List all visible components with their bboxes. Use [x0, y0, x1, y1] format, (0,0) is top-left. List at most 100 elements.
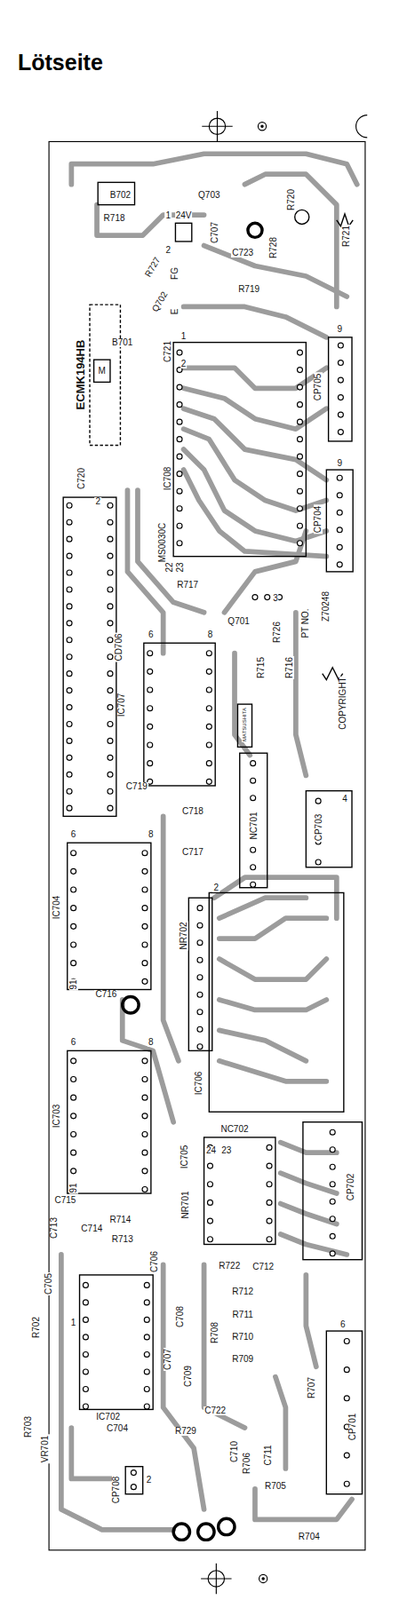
part-label: R702	[31, 1316, 41, 1341]
solder-pad	[71, 942, 77, 949]
solder-pad	[143, 1352, 150, 1358]
part-label: 91	[69, 979, 79, 991]
part-label: C718	[181, 807, 205, 817]
solder-pad	[107, 721, 113, 727]
part-label: 1	[70, 1319, 78, 1329]
solder-pad	[266, 1237, 272, 1244]
solder-pad	[296, 506, 303, 512]
solder-pad	[336, 562, 343, 568]
solder-pad	[66, 772, 72, 778]
solder-pad	[206, 706, 212, 712]
solder-pad	[207, 1237, 213, 1244]
solder-pad	[142, 906, 148, 912]
part-label: C722	[203, 1407, 227, 1417]
solder-pad	[176, 471, 183, 478]
solder-pad	[206, 687, 212, 694]
part-label: R704	[297, 1533, 321, 1543]
solder-pad	[329, 1252, 336, 1258]
solder-pad	[143, 1300, 150, 1307]
solder-pad	[71, 1169, 77, 1175]
part-label: 9	[335, 325, 344, 335]
solder-pad	[143, 1370, 150, 1376]
solder-pad	[66, 755, 72, 761]
solder-pad	[66, 806, 72, 812]
solder-pad	[176, 488, 183, 495]
part-label: R708	[210, 1322, 220, 1346]
solder-pad	[71, 1059, 77, 1065]
part-label: Q701	[226, 617, 250, 627]
solder-pad	[82, 1387, 88, 1393]
solder-pad	[142, 942, 148, 949]
solder-pad	[82, 1317, 88, 1324]
part-label: M	[97, 367, 107, 376]
solder-pad	[343, 1368, 350, 1374]
part-label: C714	[79, 1225, 104, 1235]
solder-pad	[296, 471, 303, 478]
solder-pad	[107, 789, 113, 795]
part-label: C721	[163, 340, 173, 364]
part-label: COPYRIGHT	[338, 676, 348, 731]
part-label: C708	[175, 1306, 185, 1330]
solder-pad	[296, 523, 303, 529]
solder-pad	[197, 1045, 203, 1051]
part-label: 24V	[175, 211, 193, 221]
part-label: C704	[105, 1425, 129, 1435]
solder-pad	[176, 541, 183, 547]
solder-pad	[207, 1164, 213, 1170]
part-label: C716	[94, 990, 118, 1000]
part-label: CD706	[114, 632, 124, 663]
solder-pad	[315, 860, 321, 866]
part-label: CP702	[346, 1173, 356, 1204]
solder-pad	[82, 1352, 88, 1358]
part-label: PT NO.	[301, 608, 311, 640]
solder-pad	[296, 367, 303, 374]
solder-pad	[143, 1335, 150, 1341]
solder-pad	[264, 595, 271, 601]
part-label: R716	[285, 656, 295, 680]
part-label: R710	[231, 1333, 255, 1343]
solder-pad	[142, 1169, 148, 1175]
solder-pad	[107, 536, 113, 543]
solder-pad	[66, 519, 72, 526]
part-label: IC707	[117, 693, 127, 719]
solder-pad	[337, 395, 344, 401]
part-label: C719	[125, 782, 149, 792]
solder-pad	[107, 772, 113, 778]
solder-pad	[176, 437, 183, 443]
solder-pad	[329, 1199, 336, 1206]
solder-pad	[142, 1077, 148, 1084]
part-label: R706	[242, 1452, 252, 1477]
part-label: FG	[170, 266, 180, 281]
part-label: R715	[256, 656, 266, 680]
solder-pad	[329, 1130, 336, 1136]
solder-pad	[266, 1145, 272, 1151]
part-label: R722	[217, 1262, 241, 1272]
page-title: Lötseite	[17, 49, 104, 76]
solder-pad	[71, 1095, 77, 1102]
solder-pad	[250, 847, 256, 854]
solder-pad	[142, 1095, 148, 1102]
solder-pad	[329, 1234, 336, 1240]
part-label: B702	[109, 191, 132, 200]
solder-pad	[176, 454, 183, 460]
part-label: ECMK194HB	[73, 339, 86, 412]
solder-pad	[142, 887, 148, 894]
solder-pad	[343, 1340, 350, 1346]
solder-pad	[71, 924, 77, 930]
part-label: R719	[237, 285, 261, 295]
solder-pad	[336, 527, 343, 534]
solder-pad	[176, 419, 183, 425]
part-label: 8	[147, 830, 155, 840]
solder-pad	[176, 523, 183, 529]
solder-pad	[147, 724, 153, 730]
solder-pad	[71, 906, 77, 912]
part-label: CP703	[314, 814, 324, 844]
solder-pad	[250, 761, 256, 767]
part-label: R728	[269, 236, 279, 260]
part-label: C715	[54, 1197, 78, 1206]
part-label: 22	[165, 562, 175, 575]
solder-pad	[337, 430, 344, 436]
solder-pad	[66, 587, 72, 593]
solder-pad	[296, 350, 303, 356]
solder-pad	[107, 519, 113, 526]
